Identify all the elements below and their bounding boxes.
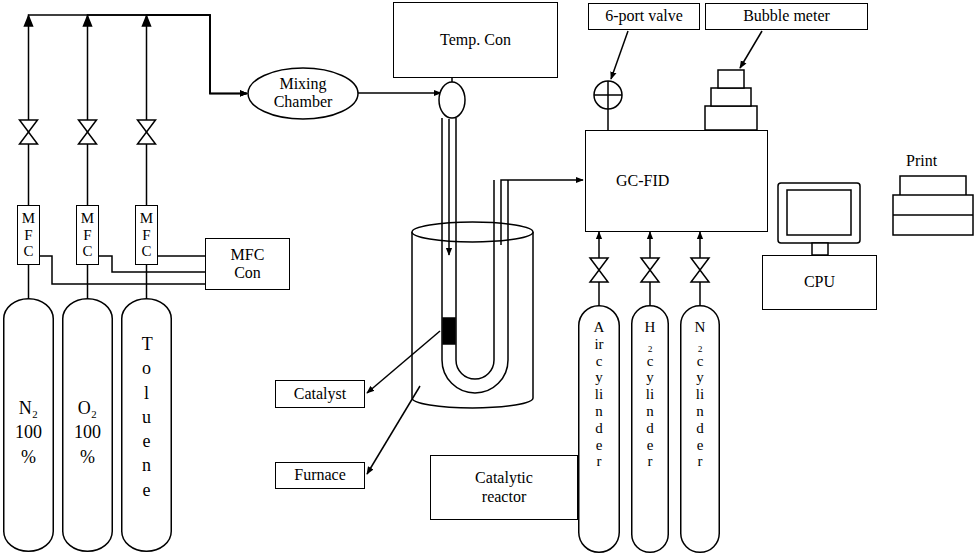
furnace-top [412, 222, 533, 242]
mass-flow-controller: MFC [76, 205, 99, 265]
u-tube [456, 118, 494, 379]
leader-line [611, 31, 628, 79]
node-label: Toluene [142, 332, 152, 502]
gas-cylinder: O₂ 100 % [62, 298, 113, 552]
mass-flow-controller: MFC [135, 205, 158, 265]
valve-symbol [594, 81, 622, 109]
node-label: Catalyst [294, 385, 346, 403]
furnace-body [412, 232, 533, 408]
flow-line [87, 265, 89, 298]
valve-symbol [590, 258, 608, 282]
node-label: Furnace [294, 466, 346, 484]
gas-cylinder: N₂ 100 % [3, 298, 54, 552]
monitor-screen [787, 190, 851, 235]
mixing-chamber: Mixing Chamber [247, 67, 359, 120]
controller-box: MFC Con [205, 238, 290, 290]
node-label: Air cylinder [594, 319, 605, 470]
monitor-stand [812, 243, 828, 255]
node-label: MFC [140, 210, 153, 260]
monitor [778, 183, 860, 243]
printer-label: Print [906, 152, 937, 170]
flow-line [40, 256, 205, 284]
node-label: Bubble meter [743, 7, 830, 25]
mass-flow-controller: MFC [17, 205, 40, 265]
callout-box: Bubble meter [705, 3, 868, 30]
gas-cylinder: H₂ cylinder [631, 305, 669, 553]
catalyst-bed [443, 318, 455, 344]
leader-line [740, 31, 762, 68]
computer-box: CPU [762, 255, 877, 310]
bubble-meter-symbol [711, 88, 751, 106]
gas-cylinder: N₂ cylinder [680, 305, 720, 553]
callout-box: Catalytic reactor [430, 455, 578, 520]
gas-chromatograph: GC-FID [585, 130, 768, 232]
callout-box: Catalyst [275, 380, 365, 408]
printer-body [893, 195, 973, 235]
valve-symbol [138, 120, 156, 144]
leader-line [367, 331, 440, 393]
node-label: H₂ cylinder [645, 319, 656, 470]
printer-slot [893, 214, 973, 216]
controller-box: Temp. Con [393, 2, 558, 78]
flow-line [28, 265, 30, 298]
bubble-meter-symbol [705, 106, 757, 130]
outlet-line [501, 180, 583, 245]
flow-line [146, 265, 148, 298]
leader-line [367, 386, 420, 474]
valve-symbol [691, 258, 709, 282]
u-tube [442, 118, 508, 393]
node-label: 6-port valve [605, 7, 683, 25]
node-label: CPU [804, 273, 835, 291]
node-label: Catalytic reactor [459, 469, 549, 506]
gas-cylinder: Toluene [121, 298, 172, 552]
flow-line [88, 15, 248, 205]
node-label: GC-FID [616, 172, 669, 190]
feed-line [356, 92, 441, 94]
bubble-meter-symbol [718, 70, 744, 88]
node-label: N₂ cylinder [695, 319, 706, 470]
node-label: MFC [81, 210, 94, 260]
callout-box: Furnace [275, 462, 365, 489]
valve-symbol [20, 120, 38, 144]
node-label: Mixing Chamber [263, 75, 343, 112]
node-label: MFC [22, 210, 35, 260]
node-label: N₂ 100 % [11, 396, 47, 469]
node-label: O₂ 100 % [70, 396, 106, 469]
gas-cylinder: Air cylinder [578, 305, 620, 553]
inlet-arrow [448, 119, 450, 255]
node-label: Temp. Con [440, 31, 511, 49]
flow-line [147, 15, 248, 205]
node-label: MFC Con [225, 246, 270, 283]
flow-line [158, 255, 205, 257]
valve-symbol [79, 120, 97, 144]
flow-line [29, 15, 248, 205]
reactor-head [439, 82, 465, 118]
valve-symbol [594, 81, 622, 109]
valve-symbol [641, 258, 659, 282]
sample-line [607, 109, 609, 130]
callout-box: 6-port valve [588, 3, 700, 30]
